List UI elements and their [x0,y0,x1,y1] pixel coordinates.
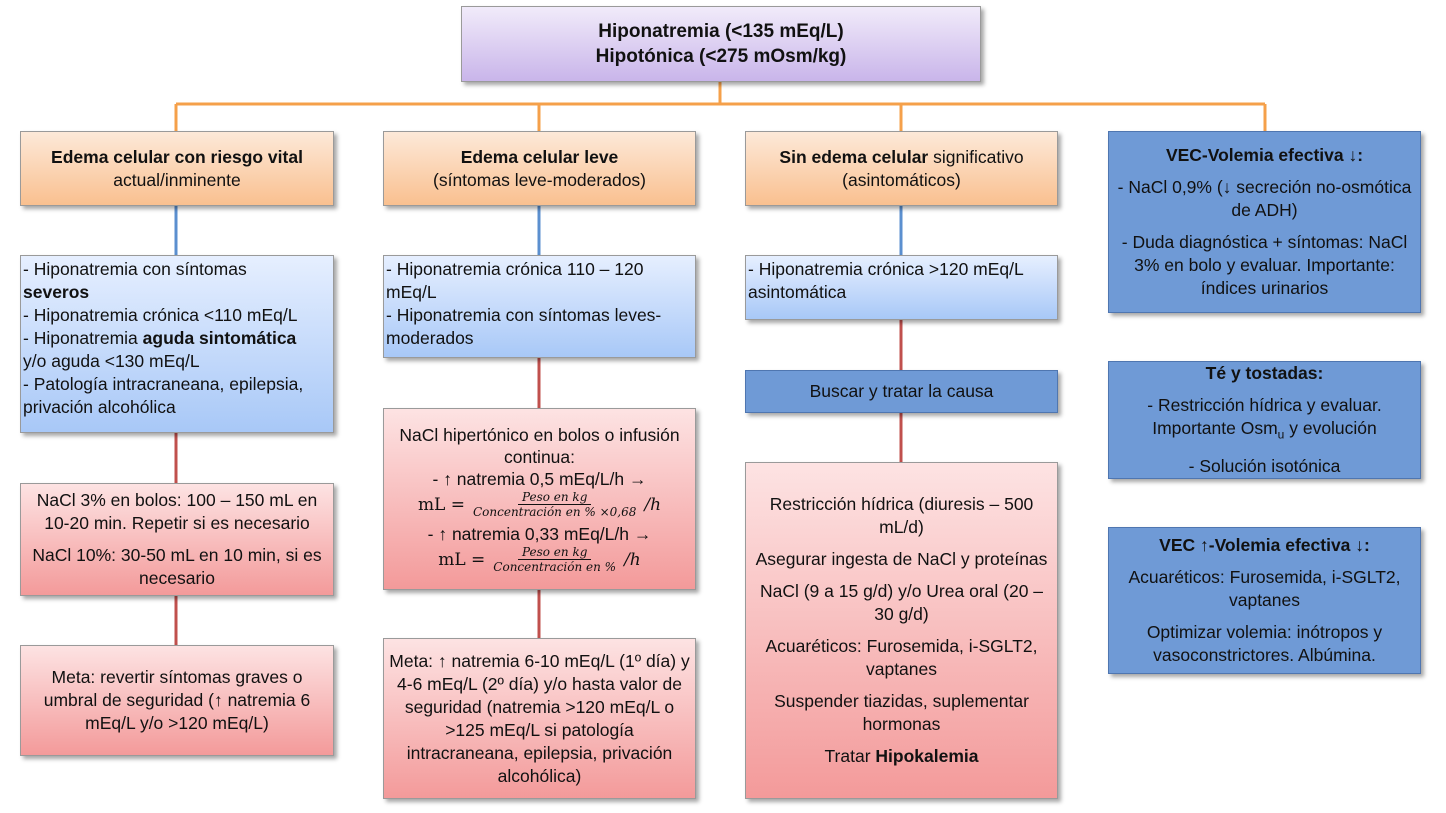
col3-treatment-p3: NaCl (9 a 15 g/d) y/o Urea oral (20 – 30… [759,581,1044,624]
col4-box3-p1: Acuaréticos: Furosemida, i-SGLT2, vaptan… [1128,567,1401,610]
col1-treatment-p1: NaCl 3% en bolos: 100 – 150 mL en 10-20 … [36,490,318,533]
col1-treatment-p2: NaCl 10%: 30-50 mL en 10 min, si es nece… [32,545,322,588]
col3-header-line1: Sin edema celular significativo [779,146,1024,167]
col3-header: Sin edema celular significativo (asintom… [745,131,1058,206]
col2-goal: Meta: ↑ natremia 6-10 mEq/L (1º día) y 4… [383,638,696,799]
col1-goal: Meta: revertir síntomas graves o umbral … [20,645,334,756]
col2-header: Edema celular leve (síntomas leve-modera… [383,131,696,206]
col1-treatment: NaCl 3% en bolos: 100 – 150 mL en 10-20 … [20,483,334,596]
col4-box3-title: VEC ↑-Volemia efectiva ↓: [1159,535,1370,555]
col3-criteria-text: - Hiponatremia crónica >120 mEq/L asinto… [748,259,1024,302]
col3-treatment-p2: Asegurar ingesta de NaCl y proteínas [755,549,1048,569]
root-title-line2: Hipotónica (<275 mOsm/kg) [595,46,847,67]
root-box: Hiponatremia (<135 mEq/L) Hipotónica (<2… [461,6,981,82]
col1-criteria-line1: - Hiponatremia con síntomas [23,259,247,279]
col1-criteria-line2: - Hiponatremia crónica <110 mEq/L [23,305,298,325]
col3-treatment: Restricción hídrica (diuresis – 500 mL/d… [745,462,1058,799]
col3-treatment-p5: Suspender tiazidas, suplementar hormonas [774,691,1029,734]
col4-box2-title: Té y tostadas: [1205,362,1324,383]
col2-criteria: - Hiponatremia crónica 110 – 120 mEq/L -… [383,255,696,358]
col1-header-bold: Edema celular con riesgo vital [51,146,303,167]
col2-header-rest: (síntomas leve-moderados) [433,169,646,190]
col2-treatment-intro: NaCl hipertónico en bolos o infusión con… [399,425,680,467]
col1-criteria-line3c: y/o aguda <130 mEq/L [23,351,200,371]
col3-header-line2: (asintomáticos) [842,169,961,190]
col3-action: Buscar y tratar la causa [745,370,1058,413]
col1-criteria-line3: - Hiponatremia aguda sintomática [23,328,297,348]
col4-box1-p2: - Duda diagnóstica + síntomas: NaCl 3% e… [1121,232,1408,298]
col4-box1-title: VEC-Volemia efectiva ↓: [1165,145,1364,165]
col2-treatment-rate1: - ↑ natremia 0,5 mEq/L/h → [432,469,647,489]
col1-criteria-line4: - Patología intracraneana, epilepsia, pr… [23,374,304,417]
col3-treatment-p4: Acuaréticos: Furosemida, i-SGLT2, vaptan… [765,636,1038,679]
col4-box3-p2: Optimizar volemia: inótropos y vasoconst… [1146,622,1383,665]
col1-criteria: - Hiponatremia con síntomas severos - Hi… [20,255,334,433]
root-title-line1: Hiponatremia (<135 mEq/L) [598,21,844,42]
col2-criteria-line2: - Hiponatremia con síntomas leves-modera… [386,305,662,348]
col3-criteria: - Hiponatremia crónica >120 mEq/L asinto… [745,255,1058,320]
col4-box-vec-high: VEC ↑-Volemia efectiva ↓: Acuaréticos: F… [1108,527,1421,674]
col3-treatment-p6: Tratar Hipokalemia [824,746,979,766]
col4-box2-p2: - Solución isotónica [1188,456,1341,477]
col2-treatment: NaCl hipertónico en bolos o infusión con… [383,408,696,590]
col2-header-bold: Edema celular leve [460,146,619,167]
col4-box-te-tostadas: Té y tostadas: - Restricción hídrica y e… [1108,361,1421,479]
col3-treatment-p1: Restricción hídrica (diuresis – 500 mL/d… [769,494,1034,537]
col1-goal-text: Meta: revertir síntomas graves o umbral … [43,667,311,733]
col4-box-vec-low: VEC-Volemia efectiva ↓: - NaCl 0,9% (↓ s… [1108,131,1421,313]
col3-action-text: Buscar y tratar la causa [809,381,994,401]
col4-box1-p1: - NaCl 0,9% (↓ secreción no-osmótica de … [1117,177,1412,220]
col4-box2-p1: - Restricción hídrica y evaluar. Importa… [1147,394,1382,442]
col2-criteria-line1: - Hiponatremia crónica 110 – 120 mEq/L [386,259,644,302]
col1-header-rest: actual/inminente [113,169,241,190]
col2-treatment-rate2: - ↑ natremia 0,33 mEq/L/h → [427,524,652,544]
col1-criteria-line1-bold: severos [23,282,90,302]
col1-header: Edema celular con riesgo vital actual/in… [20,131,334,206]
col2-goal-text: Meta: ↑ natremia 6-10 mEq/L (1º día) y 4… [389,650,690,786]
